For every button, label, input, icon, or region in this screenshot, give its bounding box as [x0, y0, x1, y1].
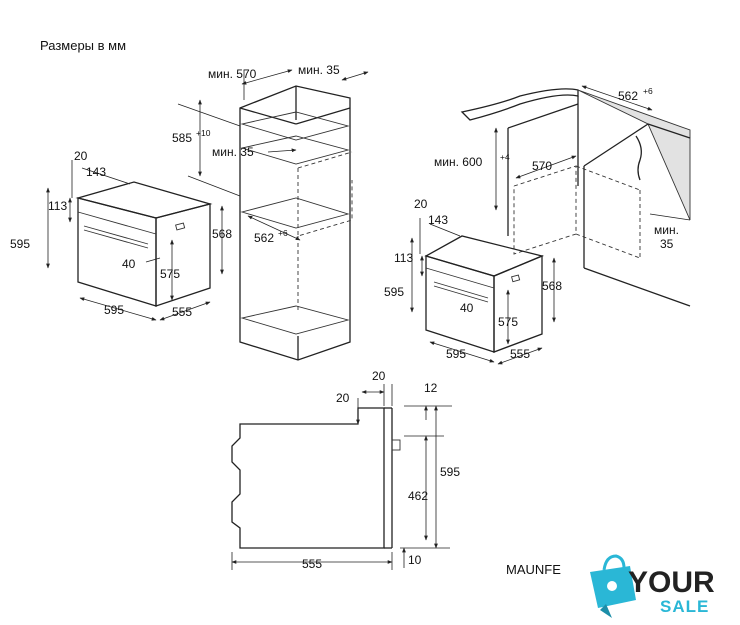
oven-side-view [231, 384, 452, 570]
under-min-35-prefix: мин. [654, 223, 679, 237]
dim-555: 555 [172, 305, 192, 319]
dim2-20: 20 [414, 197, 428, 211]
under-562-tolerance: +6 [643, 86, 653, 96]
brand-label: MAUNFE [506, 562, 561, 577]
svg-text:мин. 600: мин. 600 [434, 155, 483, 169]
side-12: 12 [424, 381, 438, 395]
tall-562-tolerance: +6 [278, 228, 288, 238]
dim-568: 568 [212, 227, 232, 241]
under-562: 562 [618, 89, 638, 103]
tall-562: 562 [254, 231, 274, 245]
dim-113: 113 [48, 199, 67, 213]
under-600-tolerance: +4 [500, 152, 510, 162]
dim-595-width: 595 [104, 303, 124, 317]
tall-min-570: 570 [236, 67, 256, 81]
side-555: 555 [302, 557, 322, 571]
under-min-600-prefix: мин. [434, 155, 459, 169]
tall-585: 585 [172, 131, 192, 145]
dim2-595-width: 595 [446, 347, 466, 361]
tall-min-570-prefix: мин. [208, 67, 233, 81]
side-20-left: 20 [336, 391, 350, 405]
under-min-35: 35 [660, 237, 674, 251]
dim2-575: 575 [498, 315, 518, 329]
undercounter-niche [460, 85, 691, 307]
dim-40: 40 [122, 257, 136, 271]
svg-text:мин. 35: мин. 35 [212, 145, 254, 159]
tall-585-tolerance: +10 [196, 128, 211, 138]
under-min-600: 600 [462, 155, 482, 169]
side-20-top: 20 [372, 369, 386, 383]
dim-575: 575 [160, 267, 180, 281]
oven-front-view [46, 160, 224, 321]
dim2-595-height: 595 [384, 285, 404, 299]
dim-595-height: 595 [10, 237, 30, 251]
dim-20: 20 [74, 149, 88, 163]
tall-min-35-mid-prefix: мин. [212, 145, 237, 159]
tall-min-35-top: 35 [326, 63, 340, 77]
dim2-555: 555 [510, 347, 530, 361]
side-462: 462 [408, 489, 428, 503]
svg-text:585: 585 [172, 131, 192, 145]
tall-cabinet-niche [177, 69, 369, 361]
oven-front-view-2 [410, 218, 556, 365]
side-10: 10 [408, 553, 422, 567]
dim2-143: 143 [428, 213, 448, 227]
your-sale-logo: YOUR SALE [590, 554, 715, 618]
svg-text:мин. 35: мин. 35 [298, 63, 340, 77]
svg-text:мин. 570: мин. 570 [208, 67, 257, 81]
tall-min-35-top-prefix: мин. [298, 63, 323, 77]
logo-your: YOUR [628, 566, 715, 599]
dim2-113: 113 [394, 251, 413, 265]
side-595: 595 [440, 465, 460, 479]
dim2-40: 40 [460, 301, 474, 315]
shopping-bag-icon [590, 554, 636, 618]
dim-143: 143 [86, 165, 106, 179]
dim2-568: 568 [542, 279, 562, 293]
logo-sale: SALE [660, 597, 709, 616]
under-570: 570 [532, 159, 552, 173]
tall-min-35-mid: 35 [240, 145, 254, 159]
diagram-title: Размеры в мм [40, 38, 126, 53]
